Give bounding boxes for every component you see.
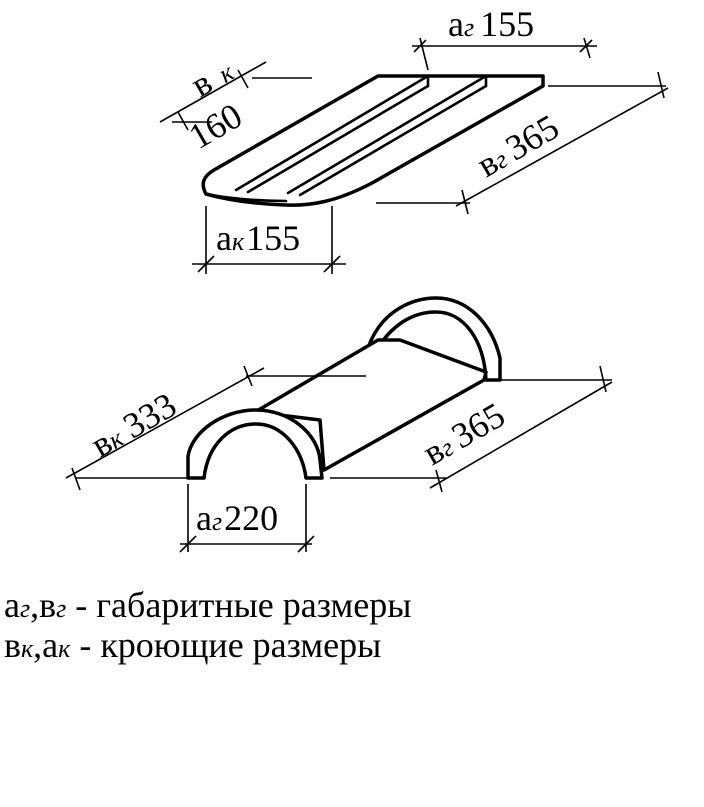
- flat-dim-bottom-lines: [192, 206, 346, 274]
- ridge-tile-drawing: вк333 вг365 аг220: [65, 296, 613, 553]
- ridge-dim-left-lines: [65, 365, 366, 491]
- flat-tile-front-edge: [204, 192, 288, 203]
- flat-dim-left-lines: [159, 61, 312, 131]
- flat-dim-bottom-label: ак155: [216, 218, 300, 258]
- ridge-dim-bottom-lines: [179, 484, 315, 553]
- flat-tile-outline: [201, 74, 545, 207]
- ridge-dim-right-lines: [330, 365, 613, 493]
- flat-dim-right-lines: [376, 71, 669, 215]
- legend-line-covering: вк,ак - кроющие размеры: [4, 625, 381, 665]
- ridge-dim-bottom-label: аг220: [196, 498, 278, 538]
- legend: аг,вг - габаритные размеры вк,ак - кроющ…: [4, 585, 411, 665]
- legend-line-overall: аг,вг - габаритные размеры: [4, 585, 411, 625]
- ridge-front-arch: [186, 408, 324, 480]
- ridge-dim-left-label: вк333: [84, 385, 183, 465]
- flat-tile-grooves: [234, 74, 488, 197]
- ridge-body: [253, 338, 488, 472]
- flat-dim-top-lines: [412, 37, 597, 71]
- flat-dim-left-label: вк: [184, 49, 240, 105]
